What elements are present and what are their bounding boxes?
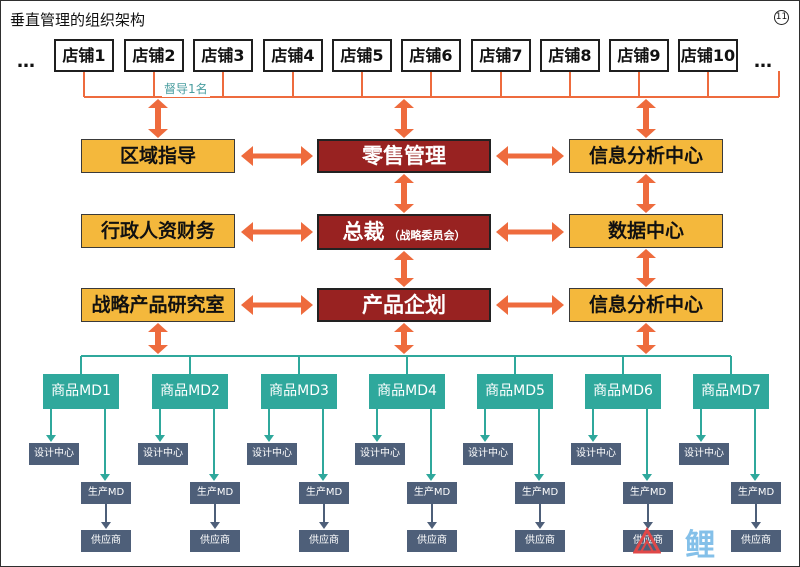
production-md-box: 生产MD <box>190 482 240 504</box>
info-analysis-center-box-bottom: 信息分析中心 <box>569 288 723 322</box>
production-arrow-head <box>318 474 328 481</box>
info-to-data-arrow <box>636 174 656 213</box>
supplier-arrow-head <box>319 522 329 529</box>
supplier-arrow-head <box>751 522 761 529</box>
strategic-product-lab-box: 战略产品研究室 <box>81 288 235 322</box>
row1-left-arrow <box>241 146 313 166</box>
supplier-box: 供应商 <box>515 530 565 552</box>
strategy-committee-label: （战略委员会） <box>388 229 466 242</box>
supplier-box: 供应商 <box>407 530 457 552</box>
supplier-arrow-head <box>210 522 220 529</box>
merchandise-md-box: 商品MD7 <box>693 374 769 409</box>
ellipsis-left: … <box>17 51 36 72</box>
design-center-box: 设计中心 <box>355 443 405 465</box>
merchandise-md-box: 商品MD3 <box>261 374 337 409</box>
design-center-box: 设计中心 <box>138 443 188 465</box>
production-md-box: 生产MD <box>623 482 673 504</box>
product-planning-box: 产品企划 <box>317 288 491 322</box>
data-to-info2-arrow <box>636 249 656 287</box>
design-arrow-head <box>264 435 274 442</box>
design-arrow-head <box>480 435 490 442</box>
supplier-box: 供应商 <box>190 530 240 552</box>
supplier-box: 供应商 <box>299 530 349 552</box>
supplier-arrow-head <box>101 522 111 529</box>
design-arrow-head <box>46 435 56 442</box>
info2-to-bus-arrow <box>636 323 656 354</box>
supervisor-note: 督导1名 <box>162 80 210 97</box>
production-arrow-head <box>209 474 219 481</box>
merchandise-md-box: 商品MD2 <box>152 374 228 409</box>
watermark-text: 鲤 <box>685 528 715 563</box>
design-center-box: 设计中心 <box>29 443 79 465</box>
store-box: 店铺6 <box>401 39 461 72</box>
design-center-box: 设计中心 <box>571 443 621 465</box>
data-center-box: 数据中心 <box>569 214 723 248</box>
page-title: 垂直管理的组织架构 <box>10 11 146 29</box>
store-box: 店铺4 <box>263 39 323 72</box>
design-center-box: 设计中心 <box>247 443 297 465</box>
store-box: 店铺8 <box>540 39 600 72</box>
president-label: 总裁 <box>342 220 385 244</box>
design-arrow-head <box>696 435 706 442</box>
store-box: 店铺3 <box>193 39 253 72</box>
supplier-box: 供应商 <box>731 530 781 552</box>
merchandise-md-box: 商品MD6 <box>585 374 661 409</box>
design-arrow-head <box>372 435 382 442</box>
watermark-logo-icon <box>633 526 661 554</box>
row2-right-arrow <box>496 222 564 242</box>
supplier-box: 供应商 <box>81 530 131 552</box>
ellipsis-right: … <box>754 51 773 72</box>
design-center-box: 设计中心 <box>679 443 729 465</box>
production-arrow-head <box>534 474 544 481</box>
merchandise-md-box: 商品MD1 <box>43 374 119 409</box>
production-arrow-head <box>100 474 110 481</box>
supplier-arrow-head <box>535 522 545 529</box>
retail-management-box: 零售管理 <box>317 139 491 173</box>
design-arrow-head <box>155 435 165 442</box>
info-analysis-center-box-top: 信息分析中心 <box>569 139 723 173</box>
regional-guidance-box: 区域指导 <box>81 139 235 173</box>
production-md-box: 生产MD <box>407 482 457 504</box>
admin-hr-finance-box: 行政人资财务 <box>81 214 235 248</box>
supplier-arrow-head <box>427 522 437 529</box>
planning-to-bus-arrow <box>394 323 414 354</box>
row3-right-arrow <box>496 295 564 315</box>
bus-to-regional-arrow <box>148 99 168 138</box>
merchandise-md-box: 商品MD4 <box>369 374 445 409</box>
row3-left-arrow <box>241 295 313 315</box>
store-box: 店铺5 <box>332 39 392 72</box>
row1-right-arrow <box>496 146 564 166</box>
design-center-box: 设计中心 <box>463 443 513 465</box>
row2-left-arrow <box>241 222 313 242</box>
production-arrow-head <box>642 474 652 481</box>
production-arrow-head <box>750 474 760 481</box>
bus-to-retail-arrow <box>394 99 414 138</box>
production-md-box: 生产MD <box>731 482 781 504</box>
retail-to-president-arrow <box>394 174 414 213</box>
president-to-planning-arrow <box>394 251 414 287</box>
store-box: 店铺1 <box>54 39 114 72</box>
production-md-box: 生产MD <box>81 482 131 504</box>
lab-to-bus-arrow <box>148 323 168 354</box>
production-md-box: 生产MD <box>515 482 565 504</box>
supplier-arrow-head <box>643 522 653 529</box>
store-box: 店铺9 <box>609 39 669 72</box>
store-box: 店铺10 <box>678 39 738 72</box>
store-box: 店铺7 <box>471 39 531 72</box>
page-number: 11 <box>774 10 789 25</box>
president-box: 总裁（战略委员会） <box>317 214 491 250</box>
store-box: 店铺2 <box>124 39 184 72</box>
bus-to-info-arrow <box>636 99 656 138</box>
merchandise-md-box: 商品MD5 <box>477 374 553 409</box>
production-arrow-head <box>426 474 436 481</box>
production-md-box: 生产MD <box>299 482 349 504</box>
design-arrow-head <box>588 435 598 442</box>
